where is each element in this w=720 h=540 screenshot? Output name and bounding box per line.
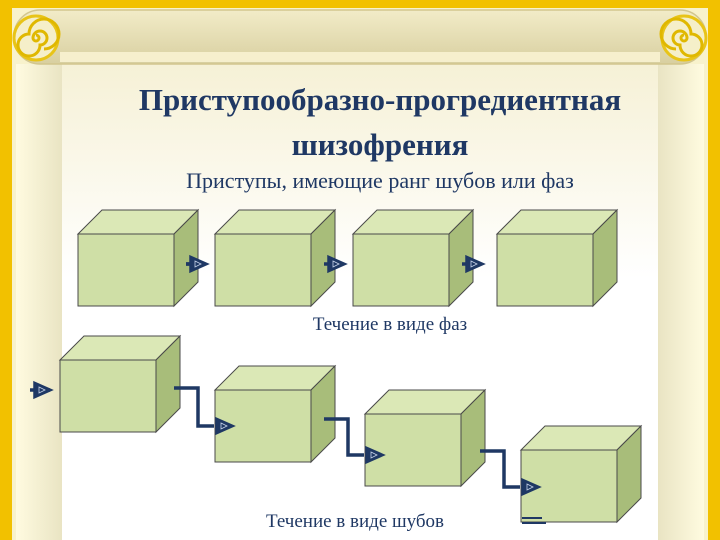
play-triangle-icon	[365, 445, 386, 465]
cube-front-face	[214, 233, 312, 307]
cube-front-face	[496, 233, 594, 307]
phase-cube	[495, 208, 619, 308]
slide-subtitle: Приступы, имеющие ранг шубов или фаз	[186, 168, 574, 193]
phase-cube	[76, 208, 200, 308]
cube-front-face	[352, 233, 450, 307]
cube-front-face	[364, 413, 462, 487]
left-column	[16, 64, 62, 540]
shub-cube	[58, 334, 182, 434]
slide-title-line1: Приступообразно-прогредиентная	[138, 82, 622, 117]
shub-cube	[213, 364, 337, 464]
play-triangle-icon	[189, 254, 210, 274]
spiral-scroll-icon	[12, 14, 61, 62]
phase-cube	[351, 208, 475, 308]
shub-connector-tail	[522, 517, 546, 524]
play-triangle-icon	[465, 254, 486, 274]
shub-connector	[324, 417, 364, 457]
cube-front-face	[77, 233, 175, 307]
shub-connector	[480, 449, 520, 489]
play-triangle-icon	[521, 477, 542, 497]
shub-cube	[519, 424, 643, 524]
play-triangle-icon	[215, 416, 236, 436]
phase-cube	[213, 208, 337, 308]
shub-cube	[363, 388, 487, 488]
slide-title-line2: шизофрения	[291, 127, 469, 162]
architrave-band	[60, 52, 660, 62]
caption-phases: Течение в виде фаз	[312, 314, 468, 335]
shub-connector	[174, 386, 214, 428]
cube-front-face	[59, 359, 157, 433]
play-triangle-icon	[327, 254, 348, 274]
spiral-scroll-icon	[659, 14, 708, 62]
play-triangle-icon	[33, 380, 54, 400]
caption-shubs: Течение в виде шубов	[265, 511, 445, 532]
right-column	[658, 64, 704, 540]
